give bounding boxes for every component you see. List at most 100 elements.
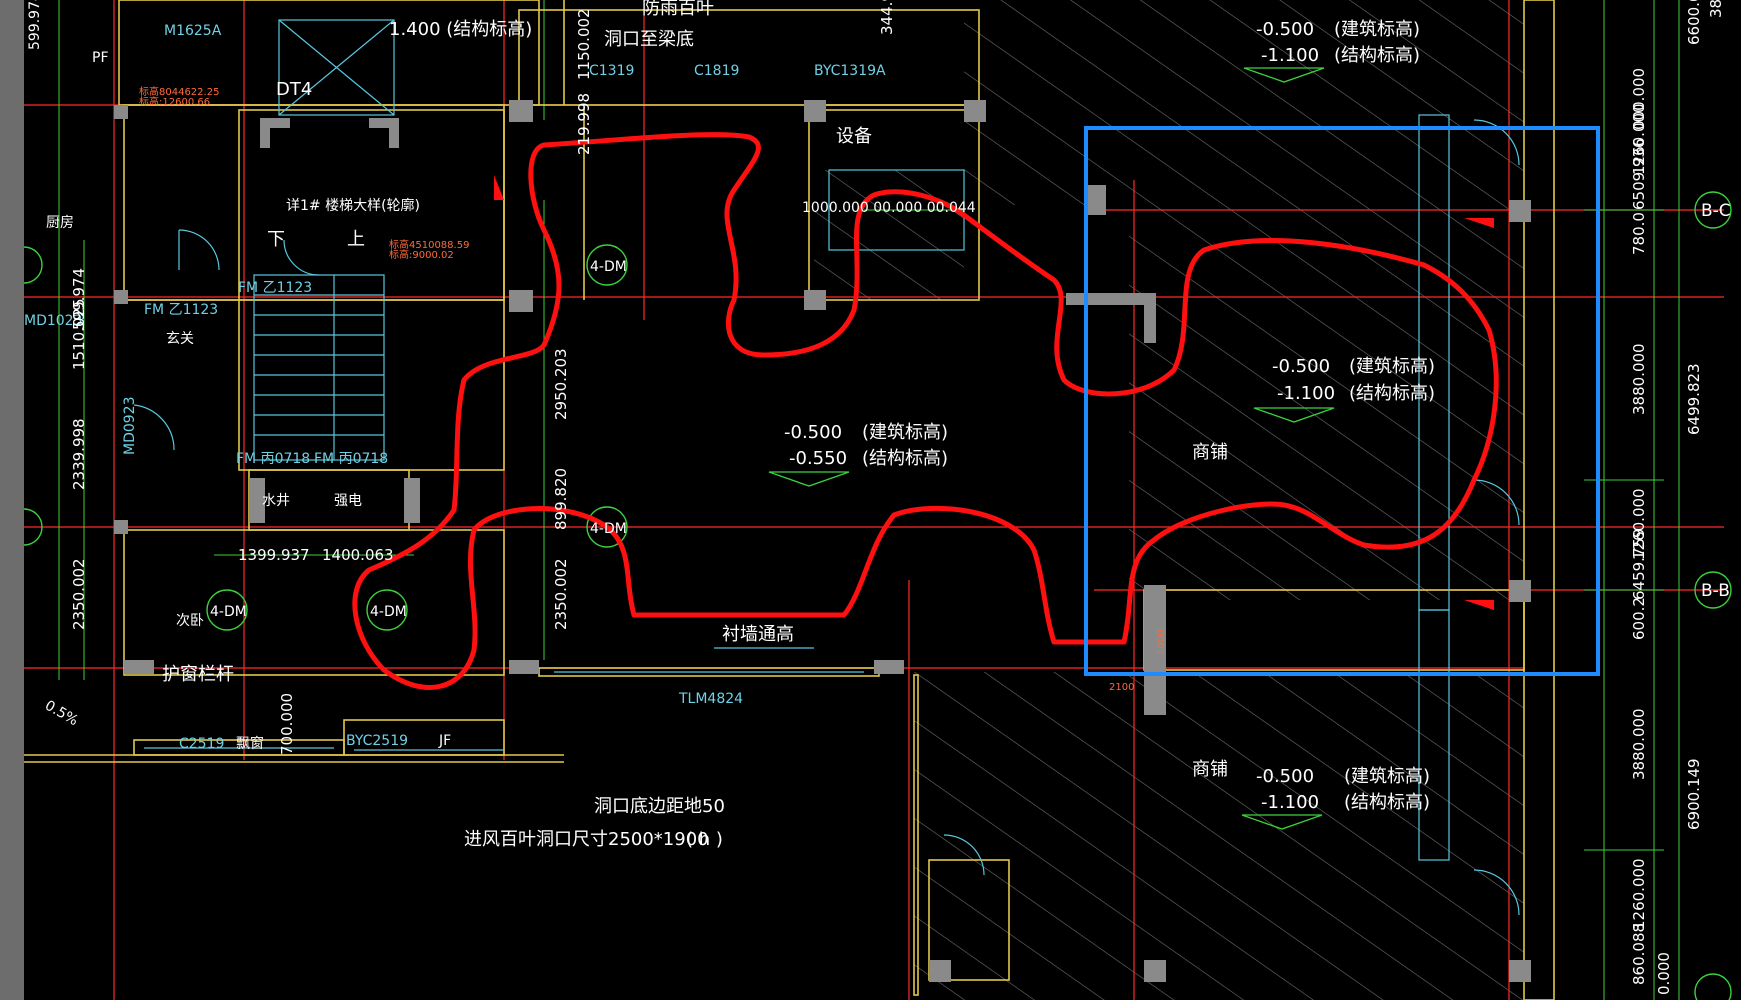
walls — [24, 0, 1555, 1000]
elev-4-arch: -0.500 — [1256, 766, 1314, 787]
water-well-label: 水井 — [262, 493, 290, 509]
elev-4-struct: -1.100 — [1261, 792, 1319, 813]
dim-1150: 1150.002 — [575, 8, 593, 80]
elev-2-arch-tag: (建筑标高) — [862, 422, 948, 443]
equipment-room-label: 设备 — [836, 126, 872, 147]
intake-louver-label: 进风百叶洞口尺寸2500*1900 — [464, 829, 709, 850]
tag-4dm-1: 4-DM — [590, 259, 627, 275]
dim-2350-a: 2350.002 — [552, 558, 570, 630]
axis-bc-label: B-C — [1701, 201, 1731, 221]
door-fm-1123-b: FM 乙1123 — [144, 302, 218, 318]
elev-note-2: 标高:12600.66 — [139, 95, 210, 108]
dim-edge: 38 — [1707, 0, 1725, 18]
dim-1260-a: 1260.000 — [1630, 103, 1648, 175]
shop-2-label: 商铺 — [1192, 759, 1228, 780]
dim-700: 700.000 — [278, 693, 296, 755]
kitchen-label: 厨房 — [46, 215, 74, 231]
doors-and-stairs — [133, 19, 1520, 916]
dim-599: 599.974 — [70, 268, 88, 330]
door-m1625a: M1625A — [164, 23, 222, 39]
elev-2-arch: -0.500 — [784, 422, 842, 443]
wall-to-top-label: 衬墙通高 — [722, 624, 794, 645]
dim-780: 780.0 — [1630, 212, 1648, 255]
stair-down-label: 下 — [267, 229, 285, 250]
elev-3-struct-tag: (结构标高) — [1349, 383, 1435, 404]
elevator-dt4-label: DT4 — [276, 79, 312, 100]
dimension-lines — [58, 0, 1680, 1000]
md0923-label: MD0923 — [122, 397, 138, 456]
elev-4-struct-tag: (结构标高) — [1344, 792, 1430, 813]
dim-3449: 344.9 — [878, 0, 896, 35]
window-c1819: C1819 — [694, 63, 739, 79]
door-fm-0718-a: FM 丙0718 — [236, 451, 310, 467]
elev-note-1: 标高8044622.25 — [139, 85, 219, 98]
tag-4dm-2: 4-DM — [590, 521, 627, 537]
guard-rail-label: 护窗栏杆 — [162, 664, 234, 685]
axis-bb-label: B-B — [1701, 581, 1730, 601]
window-byc2519: BYC2519 — [346, 733, 408, 749]
elev-3-struct: -1.100 — [1277, 383, 1335, 404]
tag-4dm-3: 4-DM — [210, 604, 247, 620]
dim-1510: 1510.025 — [70, 298, 88, 370]
dim-1260-c: 1260.000 — [1630, 858, 1648, 930]
stair-detail-label: 详1# 楼梯大样(轮廓) — [286, 197, 420, 214]
dim-6499: 6499.823 — [1685, 363, 1703, 435]
fixtures-dims: 1000.000 00.000 00.044 — [802, 200, 976, 216]
hatch-area-top-right — [964, 0, 1524, 205]
elev-3-arch: -0.500 — [1272, 356, 1330, 377]
jf-label: JF — [438, 733, 451, 749]
blue-selection-box[interactable] — [1084, 126, 1600, 676]
dim-599-b: 599.974 — [27, 0, 43, 50]
door-tlm4824: TLM4824 — [678, 691, 743, 707]
bay-window-label: 飘窗 — [236, 735, 264, 752]
dim-1000: 1000 — [1156, 630, 1167, 655]
elev-2-struct: -0.550 — [789, 448, 847, 469]
elev-1-struct: -1.100 — [1261, 45, 1319, 66]
columns — [114, 100, 1531, 982]
elev-note-3: 标高4510088.59 — [389, 238, 469, 251]
dim-0-000-b: 000.000 — [1630, 68, 1648, 130]
dim-2339: 2339.998 — [70, 418, 88, 490]
elevation-markers — [768, 67, 1335, 830]
dim-899: 899.820 — [552, 468, 570, 530]
floor-plan-drawing[interactable]: 1.400 (结构标高) 防雨百叶 洞口至梁底 C1319 C1819 BYC1… — [24, 0, 1741, 1000]
stair-up-label: 上 — [347, 229, 365, 250]
opening-bottom-label: 洞口底边距地50 — [594, 796, 725, 817]
tag-4dm-4: 4-DM — [370, 604, 407, 620]
dim-6509: 6509.936 — [1630, 138, 1648, 210]
elev-1-arch: -0.500 — [1256, 19, 1314, 40]
window-c1319: C1319 — [589, 63, 634, 79]
left-toolbar-strip[interactable] — [0, 0, 24, 1000]
dim-1400: 1400.063 — [322, 546, 394, 564]
bedroom-label: 次卧 — [176, 613, 204, 629]
dim-1399: 1399.937 — [238, 546, 310, 564]
red-warning-markers — [494, 175, 1494, 610]
door-fm-0718-b: FM 丙0718 — [314, 451, 388, 467]
md10-label: MD1023 — [24, 313, 83, 329]
elev-3-arch-tag: (建筑标高) — [1349, 356, 1435, 377]
dim-6459: 6459.759 — [1630, 528, 1648, 600]
to-beam-label: 洞口至梁底 — [604, 29, 694, 50]
shop-1-label: 商铺 — [1192, 442, 1228, 463]
elev-4-arch-tag: (建筑标高) — [1344, 766, 1430, 787]
dim-2950: 2950.203 — [552, 348, 570, 420]
hatch-area-shop-2 — [914, 672, 1524, 1000]
dim-3880-b: 3880.000 — [1630, 708, 1648, 780]
elev-note-4: 标高:9000.02 — [389, 248, 454, 261]
struct-top-label: 1.400 (结构标高) — [389, 19, 532, 40]
dim-0-000: 0.000 — [1655, 952, 1673, 995]
h-mark-label: ( h ) — [686, 829, 723, 850]
door-fm-1123: FM 乙1123 — [238, 280, 312, 296]
electrical-well-label: 强电 — [334, 493, 362, 509]
dim-860: 860.088 — [1630, 923, 1648, 985]
red-markup-clouds — [352, 132, 1499, 690]
elev-1-arch-tag: (建筑标高) — [1334, 19, 1420, 40]
dim-600: 600.2 — [1630, 597, 1648, 640]
dim-6600: 6600.00 — [1685, 0, 1703, 45]
louver-label: 防雨百叶 — [642, 0, 714, 19]
foyer-label: 玄关 — [166, 330, 194, 347]
dim-2100: 2100 — [1109, 682, 1134, 693]
window-byc1319a: BYC1319A — [814, 63, 886, 79]
dim-2350-b: 2350.002 — [70, 558, 88, 630]
